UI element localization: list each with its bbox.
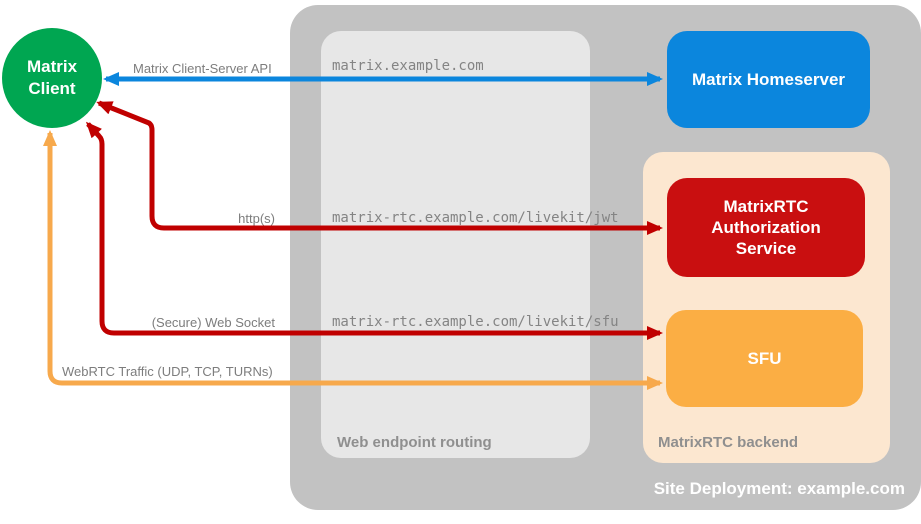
edge-label-webrtc: WebRTC Traffic (UDP, TCP, TURNs) <box>62 364 273 379</box>
matrix-homeserver-label: Matrix Homeserver <box>691 69 846 89</box>
web-endpoint-routing-container <box>321 31 590 458</box>
matrix-homeserver-node: Matrix Homeserver <box>667 31 870 128</box>
matrixrtc-authorization-service-label: MatrixRTC Authorization Service <box>711 196 821 259</box>
matrix-client-node: Matrix Client <box>2 28 102 128</box>
edge-label-client-server-api: Matrix Client-Server API <box>133 61 272 76</box>
sfu-label: SFU <box>747 348 782 368</box>
matrix-client-label: Matrix Client <box>26 56 78 98</box>
route-matrix-example-com: matrix.example.com <box>332 58 484 74</box>
matrixrtc-backend-label: MatrixRTC backend <box>658 434 799 451</box>
route-livekit-sfu: matrix-rtc.example.com/livekit/sfu <box>332 314 619 330</box>
sfu-node: SFU <box>666 310 863 407</box>
site-deployment-label: Site Deployment: example.com <box>653 479 905 498</box>
web-endpoint-routing-label: Web endpoint routing <box>337 434 492 451</box>
matrixrtc-authorization-service-node: MatrixRTC Authorization Service <box>667 178 865 277</box>
edge-label-websocket: (Secure) Web Socket <box>151 315 275 330</box>
edge-label-http: http(s) <box>238 211 275 226</box>
route-livekit-jwt: matrix-rtc.example.com/livekit/jwt <box>332 210 619 226</box>
